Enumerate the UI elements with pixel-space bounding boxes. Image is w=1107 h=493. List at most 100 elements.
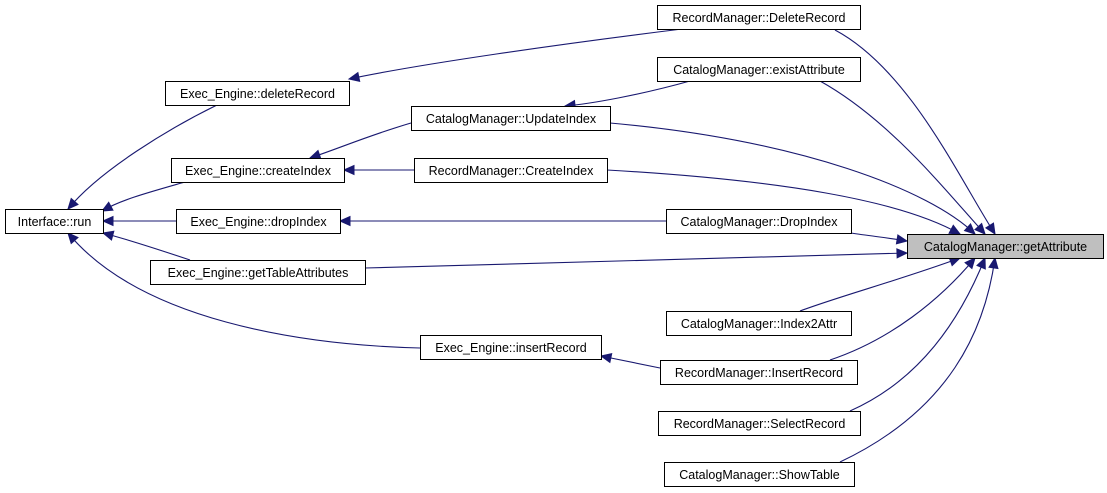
- node-exec-insertRecord[interactable]: Exec_Engine::insertRecord: [420, 335, 602, 360]
- node-box: [5, 209, 104, 234]
- edge-arrowhead: [974, 222, 986, 235]
- node-box: [171, 158, 345, 183]
- node-label: Interface::run: [18, 215, 92, 229]
- edge-line: [829, 257, 976, 361]
- edge-catalog_getAttribute-to-catalog_updateIndex: [609, 122, 976, 235]
- node-catalog-index2Attr[interactable]: CatalogManager::Index2Attr: [666, 311, 852, 336]
- node-catalog-existAttribute[interactable]: CatalogManager::existAttribute: [657, 57, 861, 82]
- node-box: [664, 462, 855, 487]
- edge-arrowhead: [100, 201, 114, 212]
- edge-arrowhead: [599, 352, 613, 364]
- edge-record_deleteRecord-to-exec_deleteRecord: [347, 28, 683, 83]
- node-exec-getTableAttributes[interactable]: Exec_Engine::getTableAttributes: [150, 260, 366, 285]
- edge-line: [834, 29, 996, 235]
- node-record-createIndex[interactable]: RecordManager::CreateIndex: [414, 158, 608, 183]
- node-box: [165, 81, 350, 106]
- edge-arrowhead: [338, 215, 351, 227]
- node-catalog-updateIndex[interactable]: CatalogManager::UpdateIndex: [411, 106, 611, 131]
- node-box: [907, 234, 1104, 259]
- edge-arrowhead: [101, 215, 114, 227]
- node-label: CatalogManager::existAttribute: [673, 63, 845, 77]
- node-exec-createIndex[interactable]: Exec_Engine::createIndex: [171, 158, 345, 183]
- node-box: [176, 209, 341, 234]
- edge-arrowhead: [896, 248, 909, 259]
- node-label: RecordManager::SelectRecord: [674, 417, 846, 431]
- node-catalog-getAttribute[interactable]: CatalogManager::getAttribute: [907, 234, 1104, 259]
- edge-line: [67, 232, 421, 349]
- node-box: [150, 260, 366, 285]
- edge-arrowhead: [984, 222, 996, 236]
- edge-arrowhead: [948, 224, 962, 235]
- edge-exec_createIndex-to-interface_run: [100, 181, 186, 212]
- node-box: [414, 158, 608, 183]
- edge-exec_getTableAttributes-to-interface_run: [101, 230, 191, 261]
- edge-arrowhead: [963, 223, 976, 235]
- node-box: [658, 411, 861, 436]
- edge-catalog_getAttribute-to-catalog_dropIndex: [850, 232, 909, 245]
- edge-line: [609, 122, 976, 235]
- edge-catalog_getAttribute-to-record_insertRecord: [829, 257, 976, 361]
- node-label: Exec_Engine::insertRecord: [435, 341, 587, 355]
- node-record-insertRecord[interactable]: RecordManager::InsertRecord: [660, 360, 858, 385]
- node-interface-run[interactable]: Interface::run: [5, 209, 104, 234]
- node-catalog-showTable[interactable]: CatalogManager::ShowTable: [664, 462, 855, 487]
- edge-arrowhead: [976, 256, 986, 270]
- edge-arrowhead: [308, 149, 322, 160]
- node-box: [666, 311, 852, 336]
- node-record-deleteRecord[interactable]: RecordManager::DeleteRecord: [657, 5, 861, 30]
- edge-line: [849, 257, 986, 412]
- edge-catalog_getAttribute-to-catalog_existAttribute: [819, 80, 986, 235]
- edge-catalog_existAttribute-to-catalog_updateIndex: [563, 80, 691, 111]
- edge-line: [819, 80, 986, 235]
- edge-arrowhead: [101, 230, 115, 241]
- edge-catalog_getAttribute-to-record_createIndex: [606, 169, 962, 235]
- edge-arrowhead: [67, 197, 79, 210]
- edge-catalog_getAttribute-to-catalog_index2Attr: [799, 256, 962, 312]
- node-label: RecordManager::InsertRecord: [675, 366, 843, 380]
- node-box: [420, 335, 602, 360]
- edge-arrowhead: [895, 234, 909, 245]
- edge-catalog_getAttribute-to-catalog_showTable: [839, 256, 999, 463]
- edge-catalog_dropIndex-to-exec_dropIndex: [338, 215, 666, 227]
- node-label: Exec_Engine::createIndex: [185, 164, 332, 178]
- node-label: Exec_Engine::dropIndex: [190, 215, 327, 229]
- node-label: RecordManager::DeleteRecord: [672, 11, 845, 25]
- node-label: CatalogManager::DropIndex: [680, 215, 838, 229]
- call-edges: [67, 28, 999, 463]
- edge-line: [564, 80, 691, 107]
- node-label: Exec_Engine::getTableAttributes: [168, 266, 349, 280]
- node-label: CatalogManager::Index2Attr: [681, 317, 837, 331]
- edge-arrowhead: [347, 71, 361, 83]
- edge-exec_insertRecord-to-interface_run: [67, 232, 421, 349]
- edge-line: [102, 232, 191, 261]
- edge-catalog_updateIndex-to-exec_createIndex: [308, 122, 412, 160]
- edge-record_insertRecord-to-exec_insertRecord: [599, 352, 661, 369]
- edge-arrowhead: [67, 232, 79, 245]
- edge-line: [606, 169, 961, 235]
- node-catalog-dropIndex[interactable]: CatalogManager::DropIndex: [666, 209, 852, 234]
- edge-arrowhead: [342, 164, 355, 176]
- edge-line: [799, 257, 961, 312]
- edge-exec_deleteRecord-to-interface_run: [67, 104, 218, 210]
- node-box: [660, 360, 858, 385]
- node-label: CatalogManager::UpdateIndex: [426, 112, 597, 126]
- edge-record_createIndex-to-exec_createIndex: [342, 164, 414, 176]
- node-label: CatalogManager::ShowTable: [679, 468, 840, 482]
- node-box: [411, 106, 611, 131]
- graph-nodes: Interface::run Exec_Engine::deleteRecordE…: [5, 5, 1104, 487]
- node-label: Exec_Engine::deleteRecord: [180, 87, 335, 101]
- edge-line: [364, 252, 908, 269]
- node-label: CatalogManager::getAttribute: [924, 240, 1087, 254]
- node-exec-dropIndex[interactable]: Exec_Engine::dropIndex: [176, 209, 341, 234]
- node-label: RecordManager::CreateIndex: [429, 164, 594, 178]
- node-exec-deleteRecord[interactable]: Exec_Engine::deleteRecord: [165, 81, 350, 106]
- edge-line: [839, 257, 996, 463]
- node-record-selectRecord[interactable]: RecordManager::SelectRecord: [658, 411, 861, 436]
- node-box: [666, 209, 852, 234]
- edge-line: [101, 181, 186, 212]
- edge-catalog_getAttribute-to-record_deleteRecord: [834, 29, 996, 236]
- edge-line: [67, 104, 218, 210]
- edge-exec_dropIndex-to-interface_run: [101, 215, 176, 227]
- edge-catalog_getAttribute-to-record_selectRecord: [849, 256, 986, 412]
